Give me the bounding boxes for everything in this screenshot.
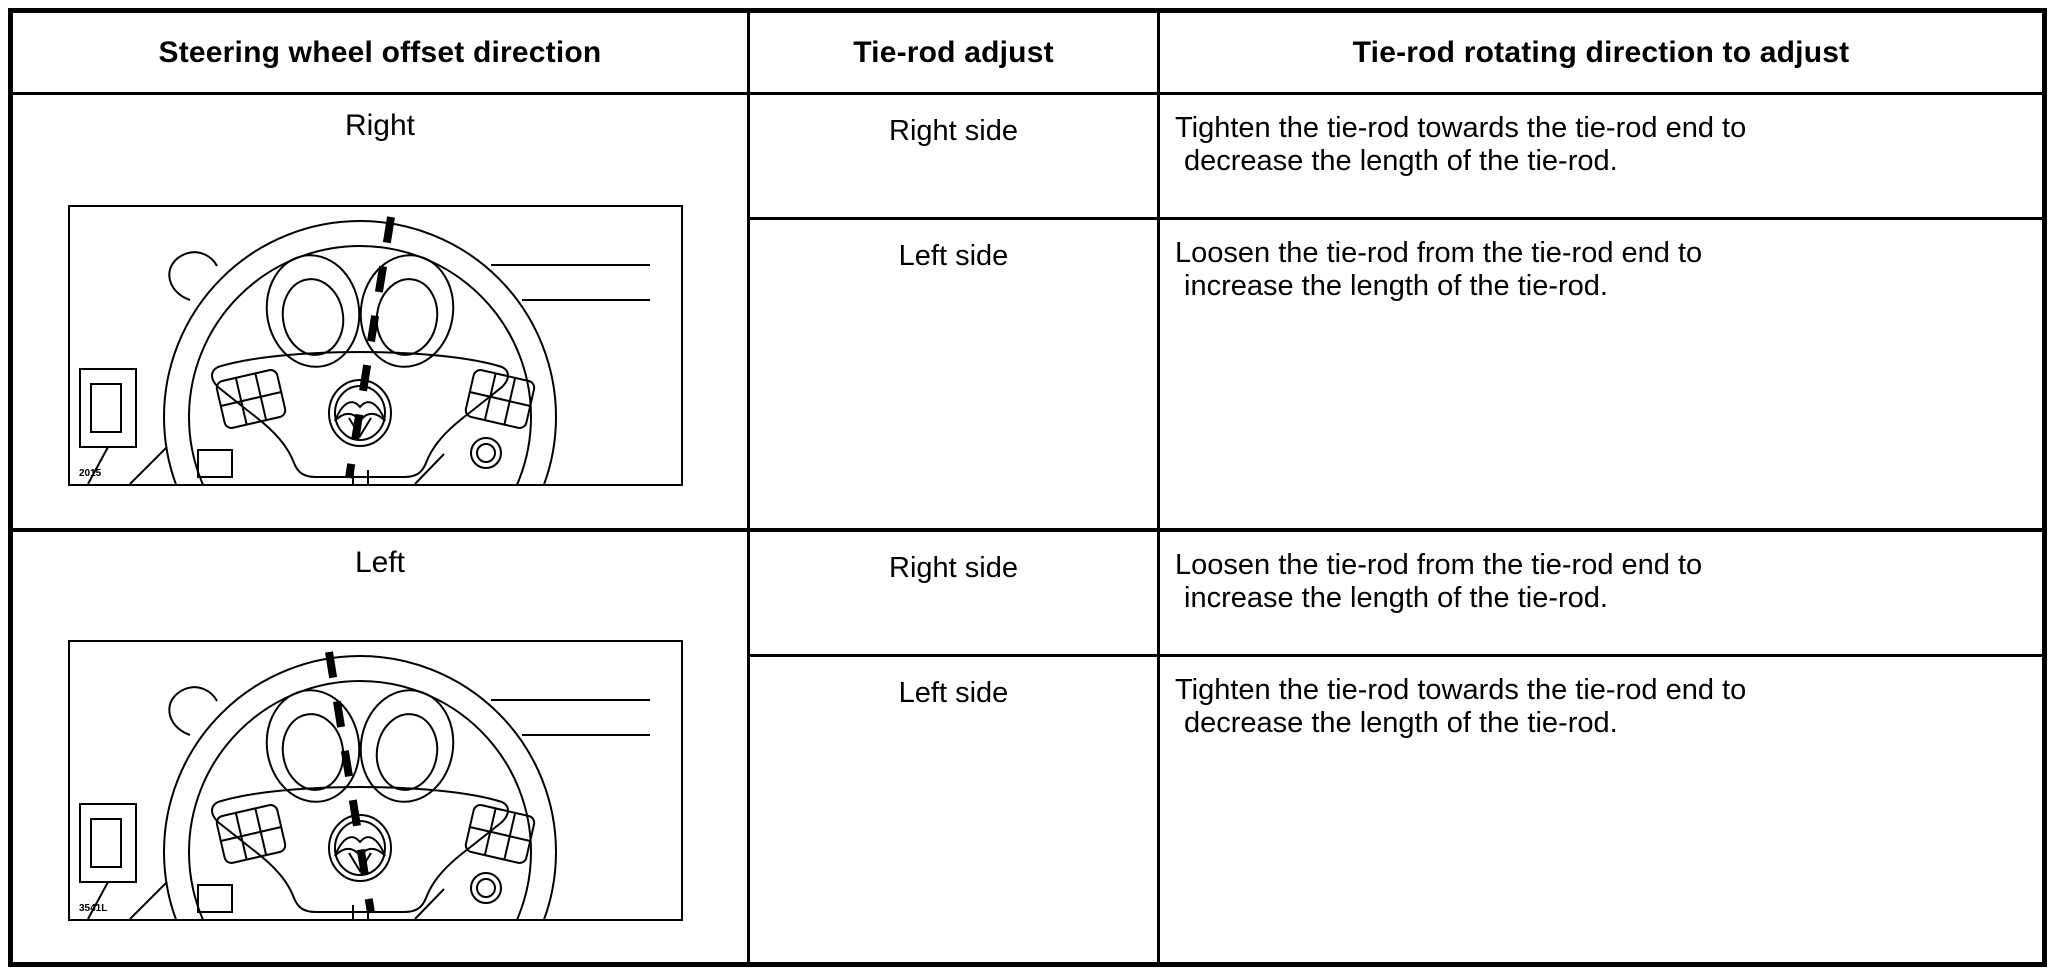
action-line-2: increase the length of the tie-rod. (1184, 582, 1608, 614)
cell-left-offset-right-side: Right side (750, 532, 1160, 657)
cell-right-offset-right-side: Right side (750, 95, 1160, 220)
tie-rod-side-label: Left side (898, 240, 1009, 272)
cell-right-offset-right-side-action: Tighten the tie-rod towards the tie-rod … (1160, 95, 2042, 220)
figure-code: 2015 (79, 468, 102, 479)
cell-left-offset-left-side-action: Tighten the tie-rod towards the tie-rod … (1160, 657, 2042, 962)
cell-right-offset-left-side: Left side (750, 220, 1160, 532)
action-line-2: increase the length of the tie-rod. (1184, 270, 1608, 302)
offset-direction-label: Right (344, 109, 416, 142)
offset-centerline-dashes (345, 216, 395, 479)
tie-rod-side-label: Right side (889, 115, 1018, 147)
header-steering-wheel-offset-direction: Steering wheel offset direction (13, 13, 750, 95)
header-label: Steering wheel offset direction (158, 35, 602, 69)
cell-left-offset-right-side-action: Loosen the tie-rod from the tie-rod end … (1160, 532, 2042, 657)
cell-left-offset-left-side: Left side (750, 657, 1160, 962)
steering-wheel-figure-left-offset: 3541L (68, 640, 683, 921)
figure-code: 3541L (79, 903, 108, 914)
action-line-1: Loosen the tie-rod from the tie-rod end … (1175, 549, 1703, 581)
action-line-2: decrease the length of the tie-rod. (1184, 707, 1618, 739)
action-line-1: Tighten the tie-rod towards the tie-rod … (1175, 112, 1747, 144)
offset-direction-label: Left (354, 546, 406, 579)
cell-offset-left: Left 3541L (13, 532, 750, 962)
offset-centerline-dashes (325, 651, 375, 914)
header-tie-rod-adjust: Tie-rod adjust (750, 13, 1160, 95)
tie-rod-adjustment-table: Steering wheel offset direction Tie-rod … (8, 8, 2047, 967)
tie-rod-side-label: Left side (898, 677, 1009, 709)
header-label: Tie-rod adjust (853, 35, 1054, 69)
steering-wheel-figure-right-offset: 2015 (68, 205, 683, 486)
action-line-1: Loosen the tie-rod from the tie-rod end … (1175, 237, 1703, 269)
cell-right-offset-left-side-action: Loosen the tie-rod from the tie-rod end … (1160, 220, 2042, 532)
cell-offset-right: Right 2015 (13, 95, 750, 532)
header-tie-rod-rotating-direction: Tie-rod rotating direction to adjust (1160, 13, 2042, 95)
tie-rod-side-label: Right side (889, 552, 1018, 584)
action-line-2: decrease the length of the tie-rod. (1184, 145, 1618, 177)
steering-wheel-diagram (79, 216, 651, 484)
header-label: Tie-rod rotating direction to adjust (1352, 35, 1850, 69)
action-line-1: Tighten the tie-rod towards the tie-rod … (1175, 674, 1747, 706)
steering-wheel-diagram (79, 651, 651, 919)
